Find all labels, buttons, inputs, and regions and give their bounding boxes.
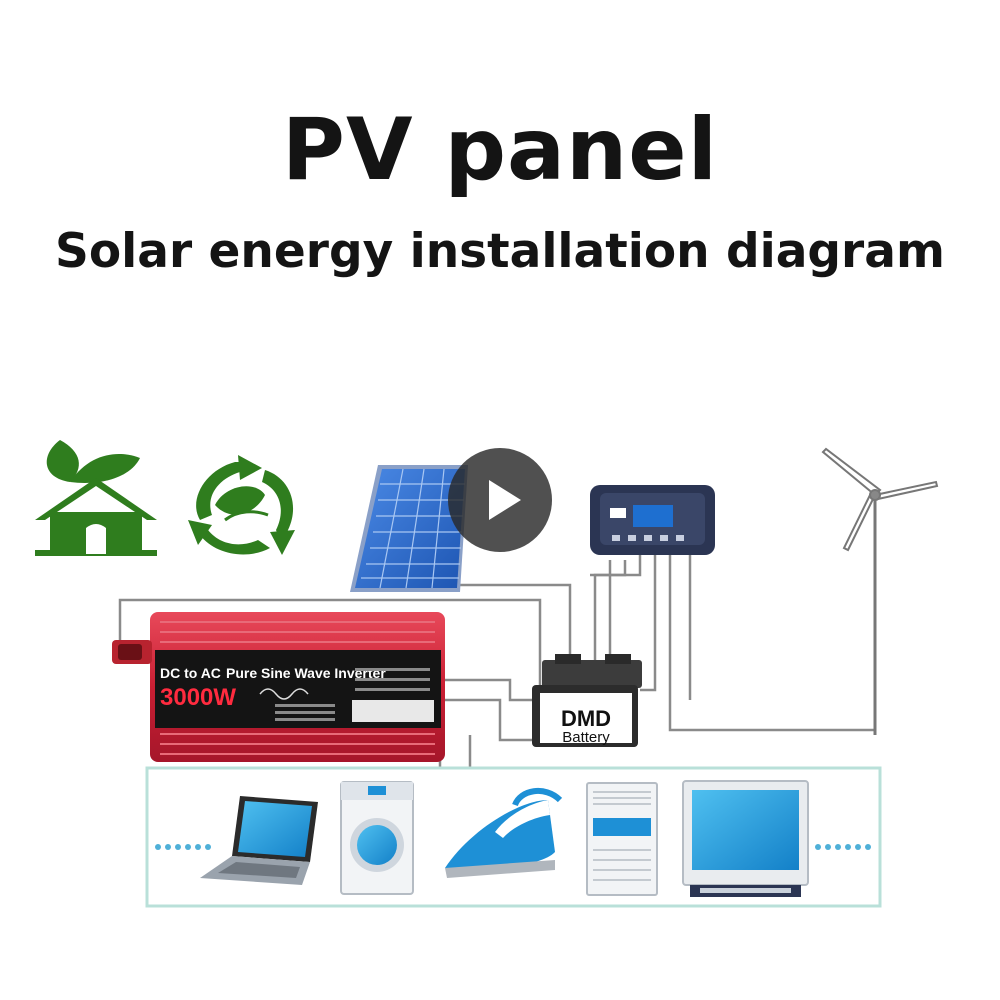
laptop-icon (200, 796, 318, 885)
inverter-dc-ac: DC to AC (160, 665, 221, 681)
inverter-type: Pure Sine Wave Inverter (226, 665, 386, 681)
play-button[interactable] (448, 448, 552, 552)
charge-controller (590, 485, 715, 555)
washing-machine-icon (340, 781, 414, 895)
wind-turbine-icon (821, 447, 939, 735)
recycle-leaf-icon (188, 455, 295, 555)
battery: DMD Battery (532, 654, 642, 747)
battery-brand: DMD (561, 706, 611, 731)
battery-label: Battery (562, 729, 610, 746)
eco-house-icon (35, 440, 157, 556)
air-conditioner-icon (586, 782, 658, 896)
connection-dots-right (815, 844, 871, 850)
iron-icon (445, 788, 563, 878)
inverter: DC to AC Pure Sine Wave Inverter 3000W (112, 612, 445, 762)
play-icon (489, 480, 521, 520)
inverter-power: 3000W (160, 684, 236, 711)
page-title: PV panel (281, 100, 719, 200)
monitor-icon (682, 780, 809, 897)
connection-dots-left (155, 844, 211, 850)
solar-panel (350, 465, 468, 592)
page-subtitle: Solar energy installation diagram (55, 224, 945, 279)
